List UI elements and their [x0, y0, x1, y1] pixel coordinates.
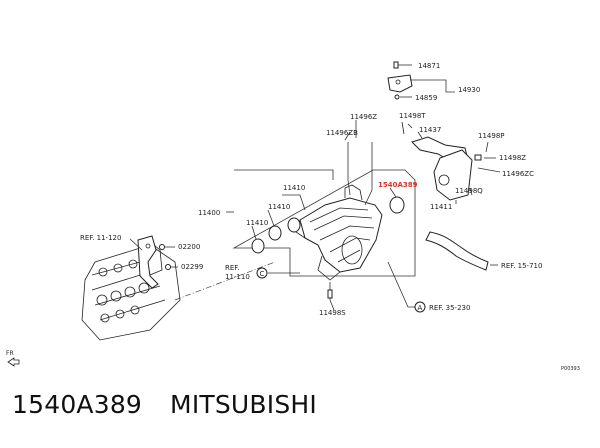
intake-manifold-drawing — [295, 184, 383, 281]
label-ref-11-120: REF. 11-120 — [80, 234, 121, 242]
label-14930: 14930 — [458, 86, 480, 94]
fr-arrow-icon — [7, 357, 20, 367]
label-ref-35-230: REF. 35-230 — [429, 304, 470, 312]
label-14859: 14859 — [415, 94, 437, 102]
engine-block-drawing — [81, 241, 181, 341]
label-ref-11-110-b: 11-110 — [225, 273, 250, 281]
label-11410-top: 11410 — [283, 184, 305, 192]
label-02299: 02299 — [181, 263, 203, 271]
label-11400: 11400 — [198, 209, 220, 217]
label-11410-low: 11410 — [246, 219, 268, 227]
o-rings-drawing — [251, 196, 405, 254]
caption-part-number: 1540A389 — [12, 390, 143, 419]
label-14871: 14871 — [418, 62, 440, 70]
label-11496zc: 11496ZC — [502, 170, 534, 178]
caption: 1540A389 MITSUBISHI — [12, 390, 317, 434]
label-11498s: 11498S — [319, 309, 346, 317]
label-ref-15-710: REF. 15-710 — [501, 262, 542, 270]
parts-diagram: 14871 14930 14859 11496Z 11496ZB 11498T … — [6, 61, 580, 372]
throttle-body-drawing — [401, 121, 501, 204]
label-ref-11-110-a: REF. — [225, 264, 239, 272]
bracket-14930-drawing — [387, 61, 455, 100]
callout-a-letter: A — [418, 304, 423, 312]
assembly-box — [232, 169, 416, 277]
caption-brand: MITSUBISHI — [170, 390, 317, 419]
callout-c-letter: C — [260, 270, 265, 278]
figure-code: P00393 — [561, 366, 580, 372]
callout-a-circle — [414, 301, 426, 313]
label-11498z: 11498Z — [499, 154, 526, 162]
label-11410-mid: 11410 — [268, 203, 290, 211]
label-fr: FR — [6, 350, 14, 357]
label-11498q: 11498Q — [455, 187, 483, 195]
label-11411: 11411 — [430, 203, 452, 211]
label-02200: 02200 — [178, 243, 200, 251]
label-11498p: 11498P — [478, 132, 505, 140]
label-11437: 11437 — [419, 126, 441, 134]
callout-c-circle — [256, 267, 268, 279]
label-11496z: 11496Z — [350, 113, 377, 121]
hose-drawing — [425, 231, 498, 271]
label-highlighted-part: 1540A389 — [378, 181, 418, 189]
bracket-02200-drawing — [129, 235, 178, 289]
leader-lines — [251, 120, 420, 311]
label-11496zb: 11496ZB — [326, 129, 358, 137]
label-11498t: 11498T — [399, 112, 426, 120]
bolt-11498s — [327, 289, 333, 299]
